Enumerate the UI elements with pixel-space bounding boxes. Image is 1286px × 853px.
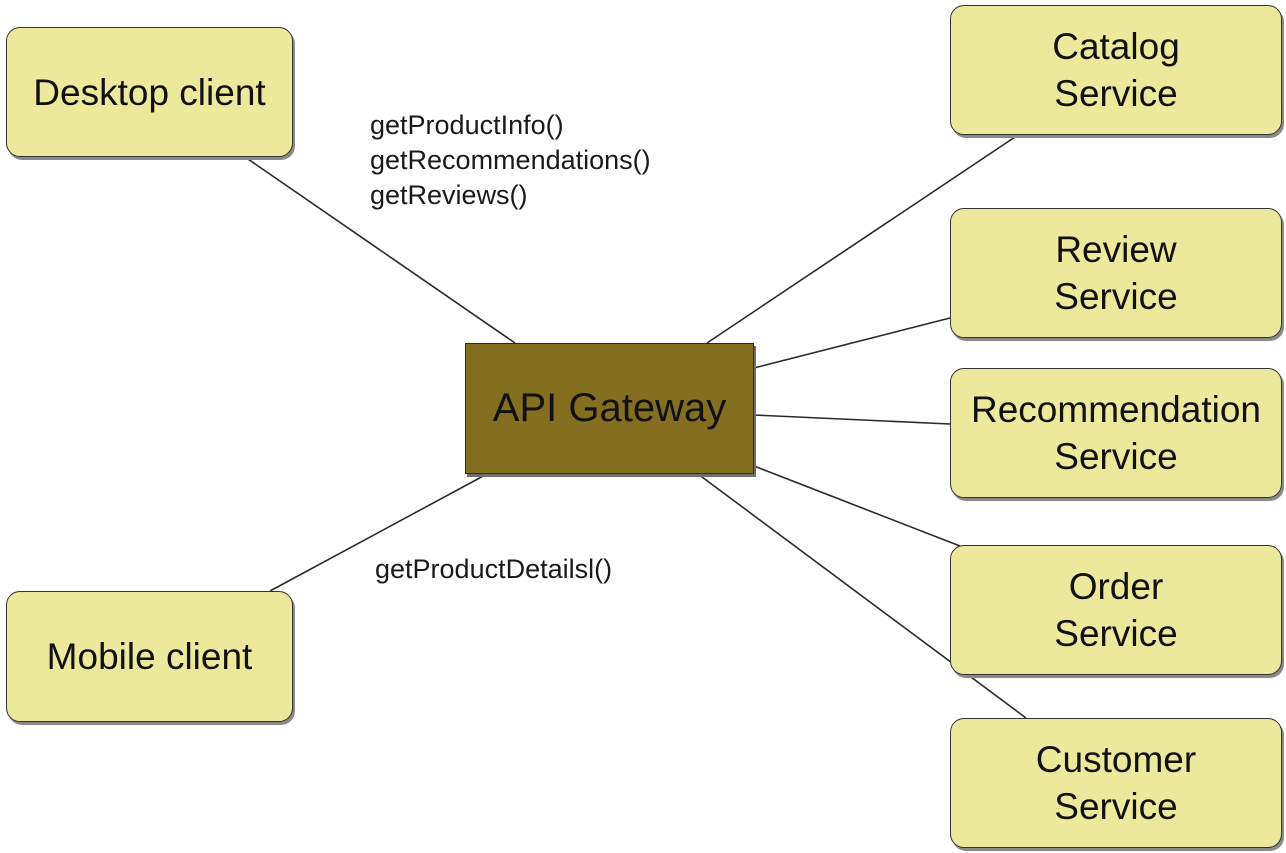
mobile-client-node: Mobile client (6, 591, 293, 722)
desktop-client-node: Desktop client (6, 27, 293, 157)
order-service-node: Order Service (950, 545, 1282, 675)
api-gateway-label: API Gateway (492, 386, 727, 430)
service-name: Customer (1035, 739, 1197, 780)
service-name: Recommendation (971, 389, 1261, 430)
service-suffix: Service (1054, 436, 1178, 477)
edge-gateway-recommendation (753, 414, 951, 425)
desktop-calls-note: getProductInfo() getRecommendations() ge… (370, 108, 651, 213)
call-label: getRecommendations() (370, 145, 651, 175)
service-name: Catalog (1052, 26, 1180, 67)
service-name: Review (1055, 229, 1177, 270)
service-suffix: Service (1054, 73, 1178, 114)
customer-service-node: Customer Service (950, 718, 1282, 848)
call-label: getProductInfo() (370, 110, 564, 140)
service-suffix: Service (1054, 786, 1178, 827)
api-gateway-node: API Gateway (465, 343, 754, 474)
service-suffix: Service (1054, 276, 1178, 317)
service-suffix: Service (1054, 613, 1178, 654)
edge-mobile-gateway (269, 473, 488, 592)
edge-gateway-catalog (706, 134, 1019, 344)
desktop-client-label: Desktop client (33, 71, 266, 113)
review-service-node: Review Service (950, 208, 1282, 338)
edge-desktop-gateway (244, 156, 516, 344)
recommendation-service-node: Recommendation Service (950, 368, 1282, 498)
service-name: Order (1068, 566, 1164, 607)
call-label: getProductDetailsl() (375, 554, 613, 584)
mobile-calls-note: getProductDetailsl() (375, 552, 612, 587)
edge-gateway-review (753, 317, 951, 369)
edge-gateway-order (753, 465, 961, 547)
catalog-service-node: Catalog Service (950, 5, 1282, 135)
call-label: getReviews() (370, 180, 528, 210)
edge-gateway-customer (697, 473, 1027, 719)
mobile-client-label: Mobile client (46, 636, 253, 677)
